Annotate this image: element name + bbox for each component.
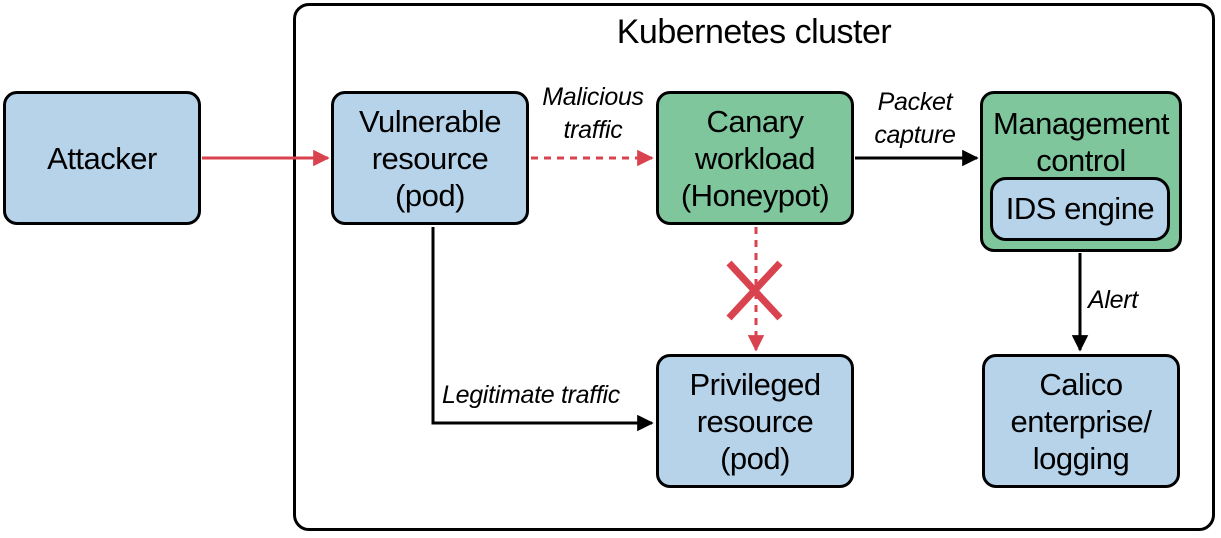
attacker-node: Attacker (3, 91, 201, 225)
management-control-label: Management control (993, 106, 1169, 178)
vulnerable-resource-label: Vulnerable resource (pod) (358, 103, 502, 213)
ids-engine-label: IDS engine (1005, 191, 1155, 226)
legitimate-traffic-label: Legitimate traffic (442, 381, 621, 409)
canary-workload-label: Canary workload (Honeypot) (680, 103, 830, 213)
vulnerable-resource-node: Vulnerable resource (pod) (331, 91, 529, 225)
attacker-label: Attacker (47, 140, 157, 176)
malicious-traffic-label: Malicious traffic (542, 83, 644, 144)
packet-capture-label: Packet capture (874, 88, 956, 149)
privileged-resource-label: Privileged resource (pod) (689, 366, 821, 476)
calico-logging-node: Calico enterprise/ logging (982, 354, 1180, 488)
privileged-resource-node: Privileged resource (pod) (656, 354, 854, 488)
ids-engine-node: IDS engine (990, 177, 1170, 241)
legitimate-traffic-arrow (431, 227, 654, 432)
blocked-cross-icon (726, 260, 783, 321)
alert-label: Alert (1088, 286, 1138, 314)
cluster-title: Kubernetes cluster (616, 13, 892, 51)
calico-logging-label: Calico enterprise/ logging (1010, 366, 1152, 476)
canary-workload-node: Canary workload (Honeypot) (656, 91, 854, 225)
